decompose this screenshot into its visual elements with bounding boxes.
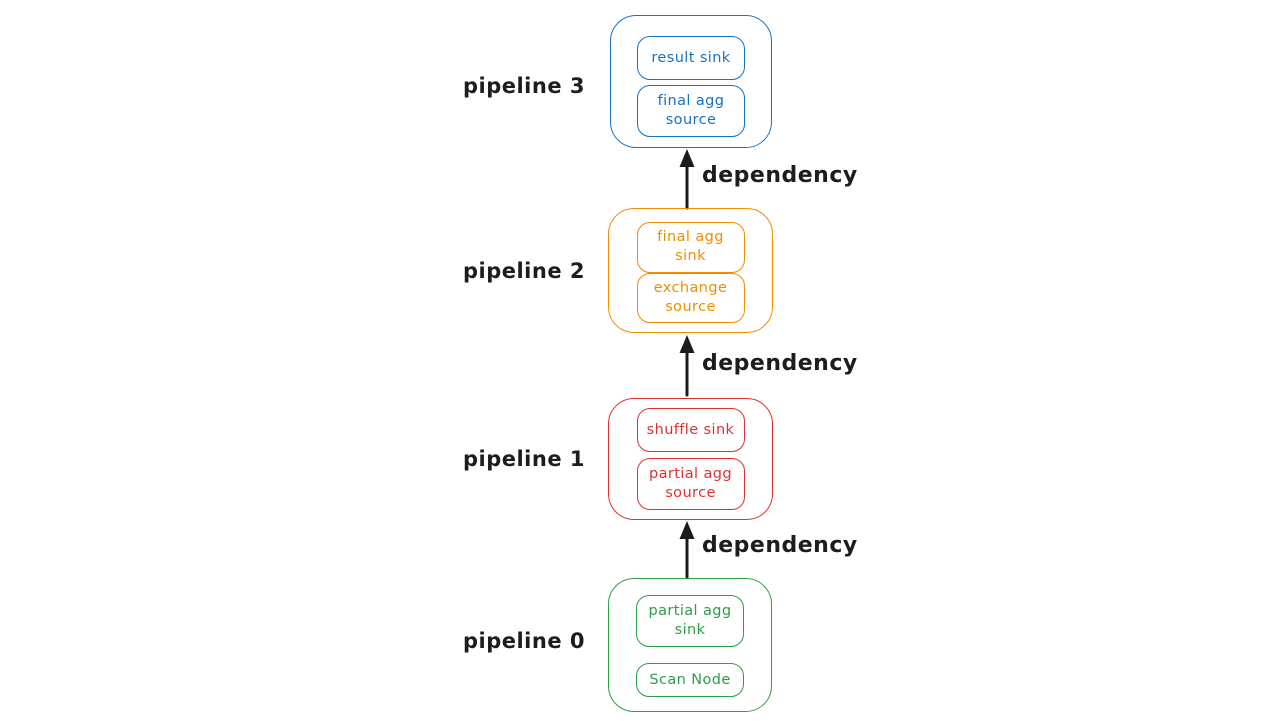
node-label: partial agg sink	[648, 603, 732, 638]
dependency-label: dependency	[702, 163, 858, 188]
pipeline-1-label: pipeline 1	[462, 447, 585, 471]
pipeline-1-box: shuffle sink partial agg source	[608, 398, 773, 520]
node-shuffle-sink: shuffle sink	[636, 408, 745, 452]
node-label: partial agg source	[649, 466, 732, 501]
node-exchange-source: exchange source	[636, 272, 745, 323]
dependency-label: dependency	[702, 351, 858, 376]
pipeline-2-label: pipeline 2	[462, 259, 585, 283]
node-final-agg-source: final agg source	[637, 85, 745, 137]
node-label: result sink	[651, 49, 731, 66]
node-label: Scan Node	[649, 671, 731, 688]
dependency-label: dependency	[702, 533, 858, 558]
node-final-agg-sink: final agg sink	[636, 222, 745, 273]
pipeline-3-box: result sink final agg source	[610, 15, 772, 148]
node-partial-agg-source: partial agg source	[636, 458, 745, 510]
node-label: exchange source	[653, 279, 728, 315]
node-label: final agg source	[657, 93, 725, 128]
node-result-sink: result sink	[637, 36, 745, 80]
dependency-arrow-icon	[679, 149, 695, 210]
node-scan-node: Scan Node	[636, 663, 744, 697]
pipeline-0-label: pipeline 0	[462, 629, 585, 653]
pipeline-3-label: pipeline 3	[462, 74, 585, 98]
pipeline-2-box: final agg sink exchange source	[608, 208, 773, 333]
node-partial-agg-sink: partial agg sink	[636, 595, 744, 647]
node-label: final agg sink	[657, 229, 724, 265]
node-label: shuffle sink	[646, 421, 735, 438]
dependency-arrow-icon	[679, 521, 695, 579]
dependency-arrow-icon	[679, 335, 695, 397]
pipeline-0-box: partial agg sink Scan Node	[608, 578, 772, 712]
